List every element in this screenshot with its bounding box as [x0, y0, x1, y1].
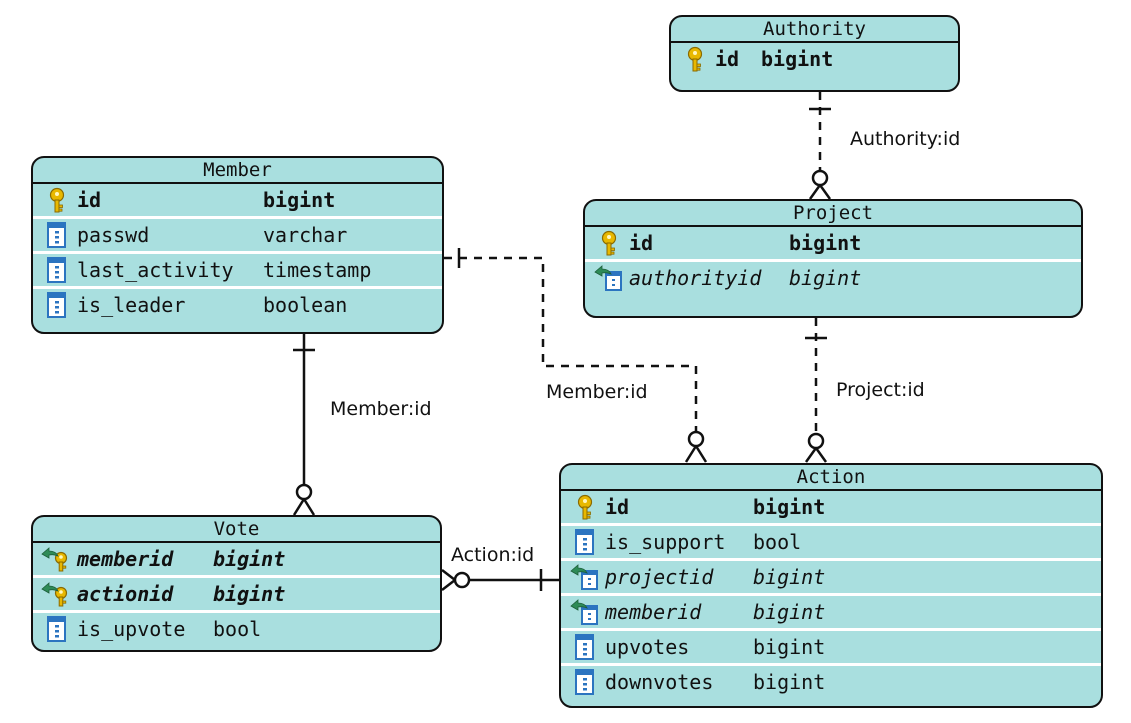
project-column-authorityid[interactable]: authorityid bigint [585, 259, 1081, 294]
column-icon [569, 529, 601, 555]
column-name: projectid [605, 565, 714, 589]
column-type: timestamp [263, 258, 372, 282]
relationship-label-member-id-action: Member:id [546, 381, 648, 403]
vote-column-memberid[interactable]: memberid bigint [33, 543, 440, 575]
authority-column-id[interactable]: id bigint [671, 43, 958, 75]
column-name: is_support [605, 530, 726, 554]
column-type: bigint [761, 47, 834, 71]
column-name: memberid [77, 547, 174, 571]
entity-project[interactable]: Project id bigint authorityid bigint [583, 199, 1083, 318]
action-column-downvotes[interactable]: downvotes bigint [561, 663, 1101, 698]
primary-key-icon [679, 46, 711, 72]
primary-foreign-key-icon [41, 581, 73, 607]
foreign-key-icon [593, 265, 625, 291]
primary-key-icon [593, 230, 625, 256]
column-name: actionid [77, 582, 174, 606]
entity-title-project: Project [585, 201, 1081, 227]
column-type: bool [213, 617, 262, 641]
column-name: passwd [77, 223, 150, 247]
relationship-label-action-id: Action:id [451, 544, 535, 566]
column-name: memberid [605, 600, 702, 624]
column-icon [41, 222, 73, 248]
relationship-label-project-id: Project:id [836, 379, 925, 401]
column-type: bigint [263, 188, 336, 212]
column-name: id [715, 47, 740, 71]
action-column-projectid[interactable]: projectid bigint [561, 558, 1101, 593]
column-name: is_leader [77, 293, 186, 317]
column-name: is_upvote [77, 617, 186, 641]
action-column-memberid[interactable]: memberid bigint [561, 593, 1101, 628]
column-icon [569, 634, 601, 660]
column-type: bigint [753, 600, 826, 624]
column-type: varchar [263, 223, 348, 247]
entity-authority[interactable]: Authority id bigint [669, 15, 960, 92]
column-type: bigint [789, 266, 862, 290]
column-type: bigint [213, 547, 286, 571]
entity-title-vote: Vote [33, 517, 440, 543]
primary-foreign-key-icon [41, 546, 73, 572]
foreign-key-icon [569, 599, 601, 625]
relationship-action-vote [441, 569, 559, 591]
primary-key-icon [41, 187, 73, 213]
column-type: bigint [753, 635, 826, 659]
vote-column-actionid[interactable]: actionid bigint [33, 575, 440, 610]
column-name: id [605, 495, 630, 519]
entity-title-authority: Authority [671, 17, 958, 43]
relationship-project-action [804, 318, 828, 463]
column-icon [41, 257, 73, 283]
entity-member[interactable]: Member id bigint passwd varchar last_activity… [31, 156, 444, 334]
column-type: bigint [213, 582, 286, 606]
column-name: id [629, 231, 654, 255]
column-name: authorityid [629, 266, 762, 290]
entity-action[interactable]: Action id bigint is_support bool projectid big… [559, 463, 1103, 708]
column-type: bigint [789, 231, 862, 255]
column-name: id [77, 188, 102, 212]
relationship-member-vote [292, 334, 316, 516]
column-type: bigint [753, 670, 826, 694]
member-column-last_activity[interactable]: last_activity timestamp [33, 251, 442, 286]
foreign-key-icon [569, 564, 601, 590]
action-column-id[interactable]: id bigint [561, 491, 1101, 523]
vote-column-is_upvote[interactable]: is_upvote bool [33, 610, 440, 645]
column-type: bigint [753, 565, 826, 589]
entity-title-action: Action [561, 465, 1101, 491]
primary-key-icon [569, 494, 601, 520]
column-type: bigint [753, 495, 826, 519]
column-type: bool [753, 530, 802, 554]
column-type: boolean [263, 293, 348, 317]
member-column-is_leader[interactable]: is_leader boolean [33, 286, 442, 321]
member-column-id[interactable]: id bigint [33, 184, 442, 216]
relationship-label-authority-id: Authority:id [850, 128, 961, 150]
column-icon [41, 616, 73, 642]
column-name: last_activity [77, 258, 234, 282]
action-column-is_support[interactable]: is_support bool [561, 523, 1101, 558]
column-name: upvotes [605, 635, 690, 659]
relationship-label-member-id-vote: Member:id [330, 398, 432, 420]
column-name: downvotes [605, 670, 714, 694]
project-column-id[interactable]: id bigint [585, 227, 1081, 259]
member-column-passwd[interactable]: passwd varchar [33, 216, 442, 251]
entity-title-member: Member [33, 158, 442, 184]
action-column-upvotes[interactable]: upvotes bigint [561, 628, 1101, 663]
column-icon [569, 669, 601, 695]
relationship-member-action [444, 248, 708, 463]
relationship-authority-project [808, 92, 832, 200]
entity-vote[interactable]: Vote memberid bigint actionid bigint is_upvot… [31, 515, 442, 652]
column-icon [41, 292, 73, 318]
